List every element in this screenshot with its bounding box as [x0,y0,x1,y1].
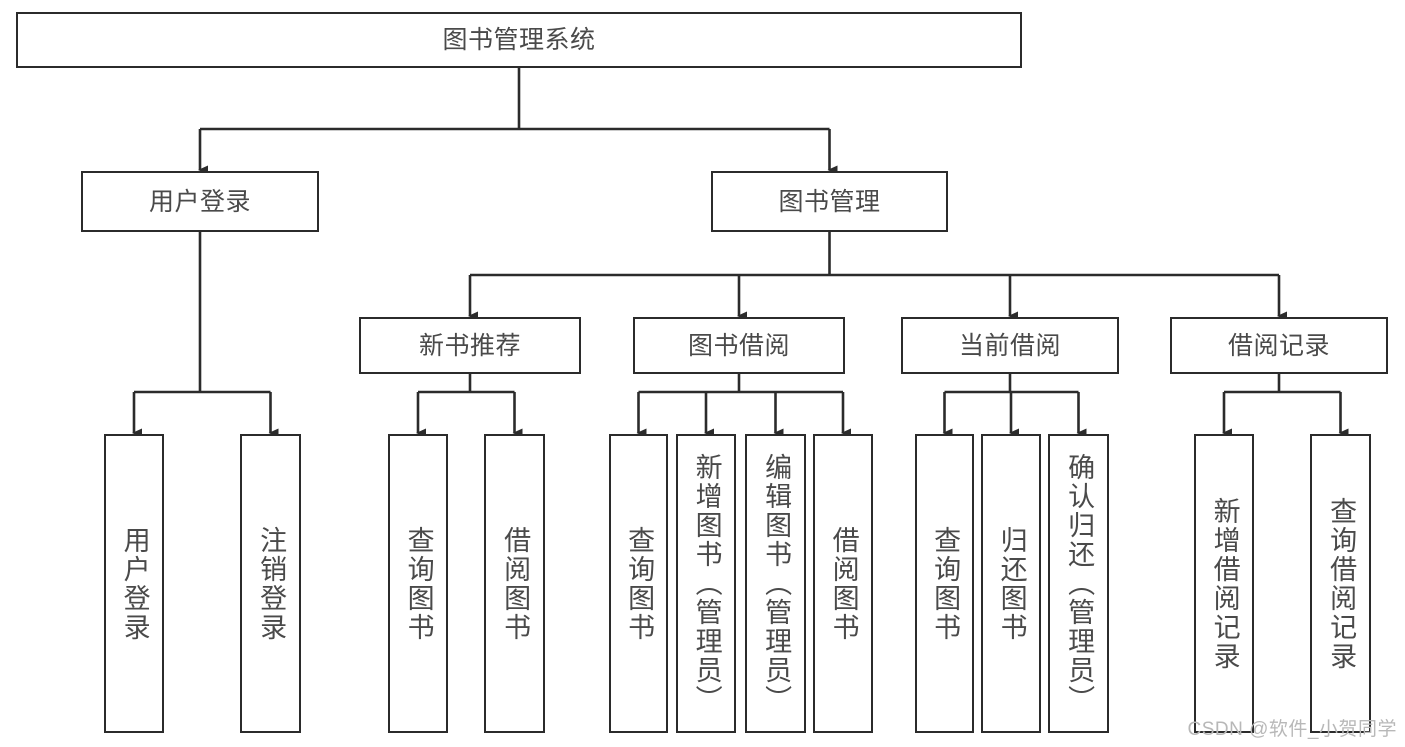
node-b-lend[interactable]: 借阅图书 [813,434,873,733]
node-n-borrow[interactable]: 借阅图书 [484,434,545,733]
node-current[interactable]: 当前借阅 [901,317,1119,374]
node-login[interactable]: 用户登录 [81,171,319,232]
node-r-add[interactable]: 新增借阅记录 [1194,434,1254,733]
node-label: 当前借阅 [958,331,1061,360]
node-label: 新增图书（管理员） [691,453,722,714]
node-bookmgmt[interactable]: 图书管理 [711,171,948,232]
node-label: 图书管理 [778,187,881,216]
node-c-confirm[interactable]: 确认归还（管理员） [1048,434,1109,733]
node-label: 用户登录 [119,525,150,642]
node-borrow[interactable]: 图书借阅 [633,317,845,374]
node-label: 归还图书 [996,525,1027,642]
node-label: 图书管理系统 [442,26,596,54]
csdn-watermark: CSDN @软件_小贺同学 [1187,719,1397,740]
node-root[interactable]: 图书管理系统 [16,12,1022,68]
node-label: 查询图书 [930,525,961,642]
node-newbook[interactable]: 新书推荐 [359,317,581,374]
node-label: 注销登录 [256,525,287,642]
node-l-login[interactable]: 用户登录 [104,434,164,733]
node-b-edit[interactable]: 编辑图书（管理员） [745,434,806,733]
node-c-query[interactable]: 查询图书 [915,434,974,733]
node-b-add[interactable]: 新增图书（管理员） [676,434,736,733]
node-r-query[interactable]: 查询借阅记录 [1310,434,1371,733]
node-b-query[interactable]: 查询图书 [609,434,668,733]
node-label: 确认归还（管理员） [1064,453,1095,714]
node-label: 新增借阅记录 [1209,496,1240,671]
node-label: 借阅记录 [1227,331,1330,360]
node-n-query[interactable]: 查询图书 [388,434,448,733]
node-c-return[interactable]: 归还图书 [981,434,1041,733]
node-label: 借阅图书 [500,525,531,642]
node-l-logout[interactable]: 注销登录 [240,434,301,733]
node-label: 查询图书 [403,525,434,642]
node-label: 新书推荐 [418,331,521,360]
node-label: 查询借阅记录 [1326,496,1357,671]
node-label: 查询图书 [624,525,655,642]
node-label: 图书借阅 [687,331,790,360]
node-label: 编辑图书（管理员） [761,453,792,714]
node-label: 借阅图书 [828,525,859,642]
node-label: 用户登录 [148,187,251,216]
node-records[interactable]: 借阅记录 [1170,317,1388,374]
